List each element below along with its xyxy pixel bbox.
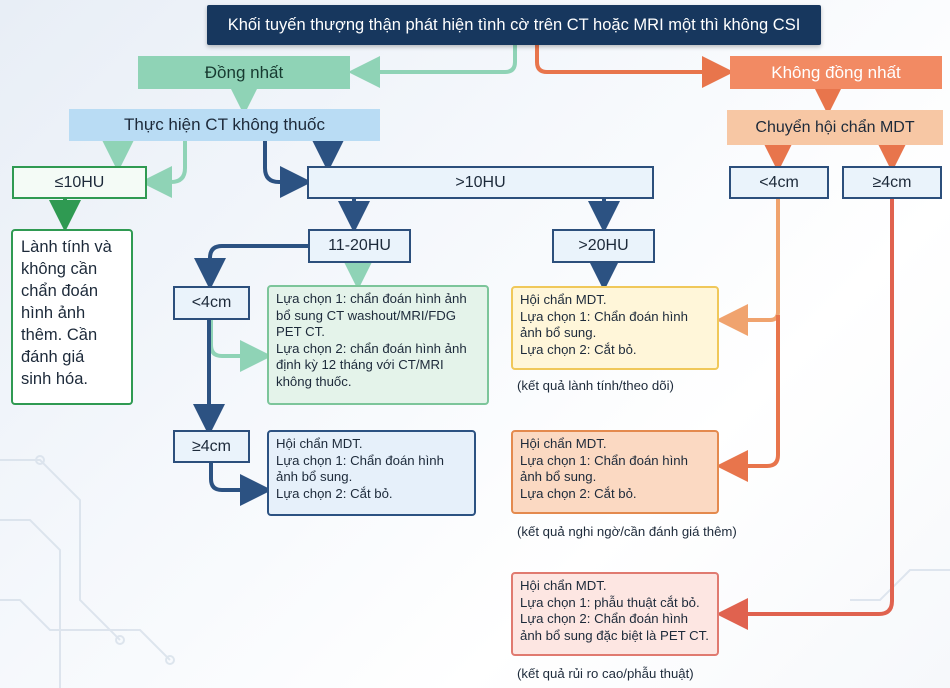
benign-text: Lành tính và không cần chẩn đoán hình ản… xyxy=(21,237,112,391)
option-orange-text: Hội chẩn MDT. Lựa chọn 1: Chẩn đoán hình… xyxy=(520,436,688,502)
benign-line: sinh hóa. xyxy=(21,369,88,388)
benign-line: Lành tính và xyxy=(21,238,112,256)
benign-line: hình ảnh xyxy=(21,303,86,322)
note-benign: (kết quả lành tính/theo dõi) xyxy=(517,378,674,393)
option-line: Lựa chọn 1: Chẩn đoán hình xyxy=(520,308,688,324)
option-pink-text: Hội chẩn MDT. Lựa chọn 1: phẫu thuật cắt… xyxy=(520,578,709,644)
option-line: không thuốc. xyxy=(276,373,352,389)
option-green-text: Lựa chọn 1: chẩn đoán hình ảnh bổ sung C… xyxy=(276,291,467,390)
option-line: Lựa chọn 2: Cắt bỏ. xyxy=(520,485,637,501)
hu11-20-label: 11-20HU xyxy=(328,237,391,254)
benign-line: không cần xyxy=(21,259,98,278)
option-line: bổ sung CT washout/MRI/FDG xyxy=(276,307,457,323)
ge4cm-mid-label: ≥4cm xyxy=(191,437,231,455)
lt4cm-mid-box: <4cm xyxy=(173,286,250,320)
option-line: định kỳ 12 tháng với CT/MRI xyxy=(276,357,444,372)
option-line: Hội chẩn MDT. xyxy=(520,436,607,451)
option-line: PET CT. xyxy=(276,324,325,339)
option-line: Hội chẩn MDT. xyxy=(520,578,607,593)
lt4cm-right-label: <4cm xyxy=(759,173,799,191)
homogeneous-box: Đồng nhất xyxy=(138,56,350,89)
option-line: Lựa chọn 1: chẩn đoán hình ảnh xyxy=(276,291,467,306)
le10hu-label: ≤10HU xyxy=(54,173,105,191)
gt10hu-label: >10HU xyxy=(455,173,506,191)
title-box: Khối tuyến thượng thận phát hiện tình cờ… xyxy=(207,5,821,45)
option-blue-text: Hội chẩn MDT. Lựa chọn 1: Chẩn đoán hình… xyxy=(276,436,444,502)
option-line: Lựa chọn 2: Cắt bỏ. xyxy=(520,341,637,357)
option-line: ảnh bổ sung. xyxy=(520,469,597,484)
option-line: Lựa chọn 2: chẩn đoán hình ảnh xyxy=(276,340,467,356)
option-blue-card: Hội chẩn MDT. Lựa chọn 1: Chẩn đoán hình… xyxy=(267,430,476,516)
benign-line: chẩn đoán xyxy=(21,281,99,300)
homogeneous-label: Đồng nhất xyxy=(204,62,284,82)
option-line: Hội chẩn MDT. xyxy=(276,436,363,451)
option-line: Lựa chọn 1: phẫu thuật cắt bỏ. xyxy=(520,594,700,610)
gt20hu-box: >20HU xyxy=(552,229,655,263)
option-yellow-text: Hội chẩn MDT. Lựa chọn 1: Chẩn đoán hình… xyxy=(520,292,688,358)
title-text: Khối tuyến thượng thận phát hiện tình cờ… xyxy=(227,15,801,34)
option-pink-card: Hội chẩn MDT. Lựa chọn 1: phẫu thuật cắt… xyxy=(511,572,719,656)
option-line: Lựa chọn 2: Cắt bỏ. xyxy=(276,485,393,501)
option-line: ảnh bổ sung. xyxy=(276,469,353,484)
ge4cm-right-box: ≥4cm xyxy=(842,166,942,199)
le10hu-box: ≤10HU xyxy=(12,166,147,199)
lt4cm-right-box: <4cm xyxy=(729,166,829,199)
heterogeneous-box: Không đồng nhất xyxy=(730,56,942,89)
benign-line: đánh giá xyxy=(21,347,85,366)
noncontrast-ct-label: Thực hiện CT không thuốc xyxy=(123,115,325,135)
option-yellow-card: Hội chẩn MDT. Lựa chọn 1: Chẩn đoán hình… xyxy=(511,286,719,370)
mdt-transfer-label: Chuyển hội chẩn MDT xyxy=(755,118,915,136)
ge4cm-mid-box: ≥4cm xyxy=(173,430,250,463)
option-line: Lựa chọn 1: Chẩn đoán hình xyxy=(520,452,688,468)
gt20hu-label: >20HU xyxy=(578,237,629,254)
benign-line: thêm. Cần xyxy=(21,325,98,344)
option-orange-card: Hội chẩn MDT. Lựa chọn 1: Chẩn đoán hình… xyxy=(511,430,719,514)
noncontrast-ct-box: Thực hiện CT không thuốc xyxy=(69,109,380,141)
ge4cm-right-label: ≥4cm xyxy=(872,173,912,191)
option-line: Hội chẩn MDT. xyxy=(520,292,607,307)
gt10hu-box: >10HU xyxy=(307,166,654,199)
lt4cm-mid-label: <4cm xyxy=(191,294,232,311)
option-line: ảnh bổ sung. xyxy=(520,325,597,340)
mdt-transfer-box: Chuyển hội chẩn MDT xyxy=(727,110,943,145)
note-suspicious: (kết quả nghi ngờ/cần đánh giá thêm) xyxy=(517,524,737,539)
heterogeneous-label: Không đồng nhất xyxy=(771,62,901,82)
hu11-20-box: 11-20HU xyxy=(308,229,411,263)
option-line: Lựa chọn 2: Chẩn đoán hình xyxy=(520,611,688,626)
option-line: Lựa chọn 1: Chẩn đoán hình xyxy=(276,452,444,468)
note-highrisk: (kết quả rủi ro cao/phẫu thuật) xyxy=(517,666,694,681)
option-line: ảnh bổ sung đặc biệt là PET CT. xyxy=(520,627,709,643)
option-green-card: Lựa chọn 1: chẩn đoán hình ảnh bổ sung C… xyxy=(267,285,489,405)
benign-box: Lành tính và không cần chẩn đoán hình ản… xyxy=(11,229,133,405)
